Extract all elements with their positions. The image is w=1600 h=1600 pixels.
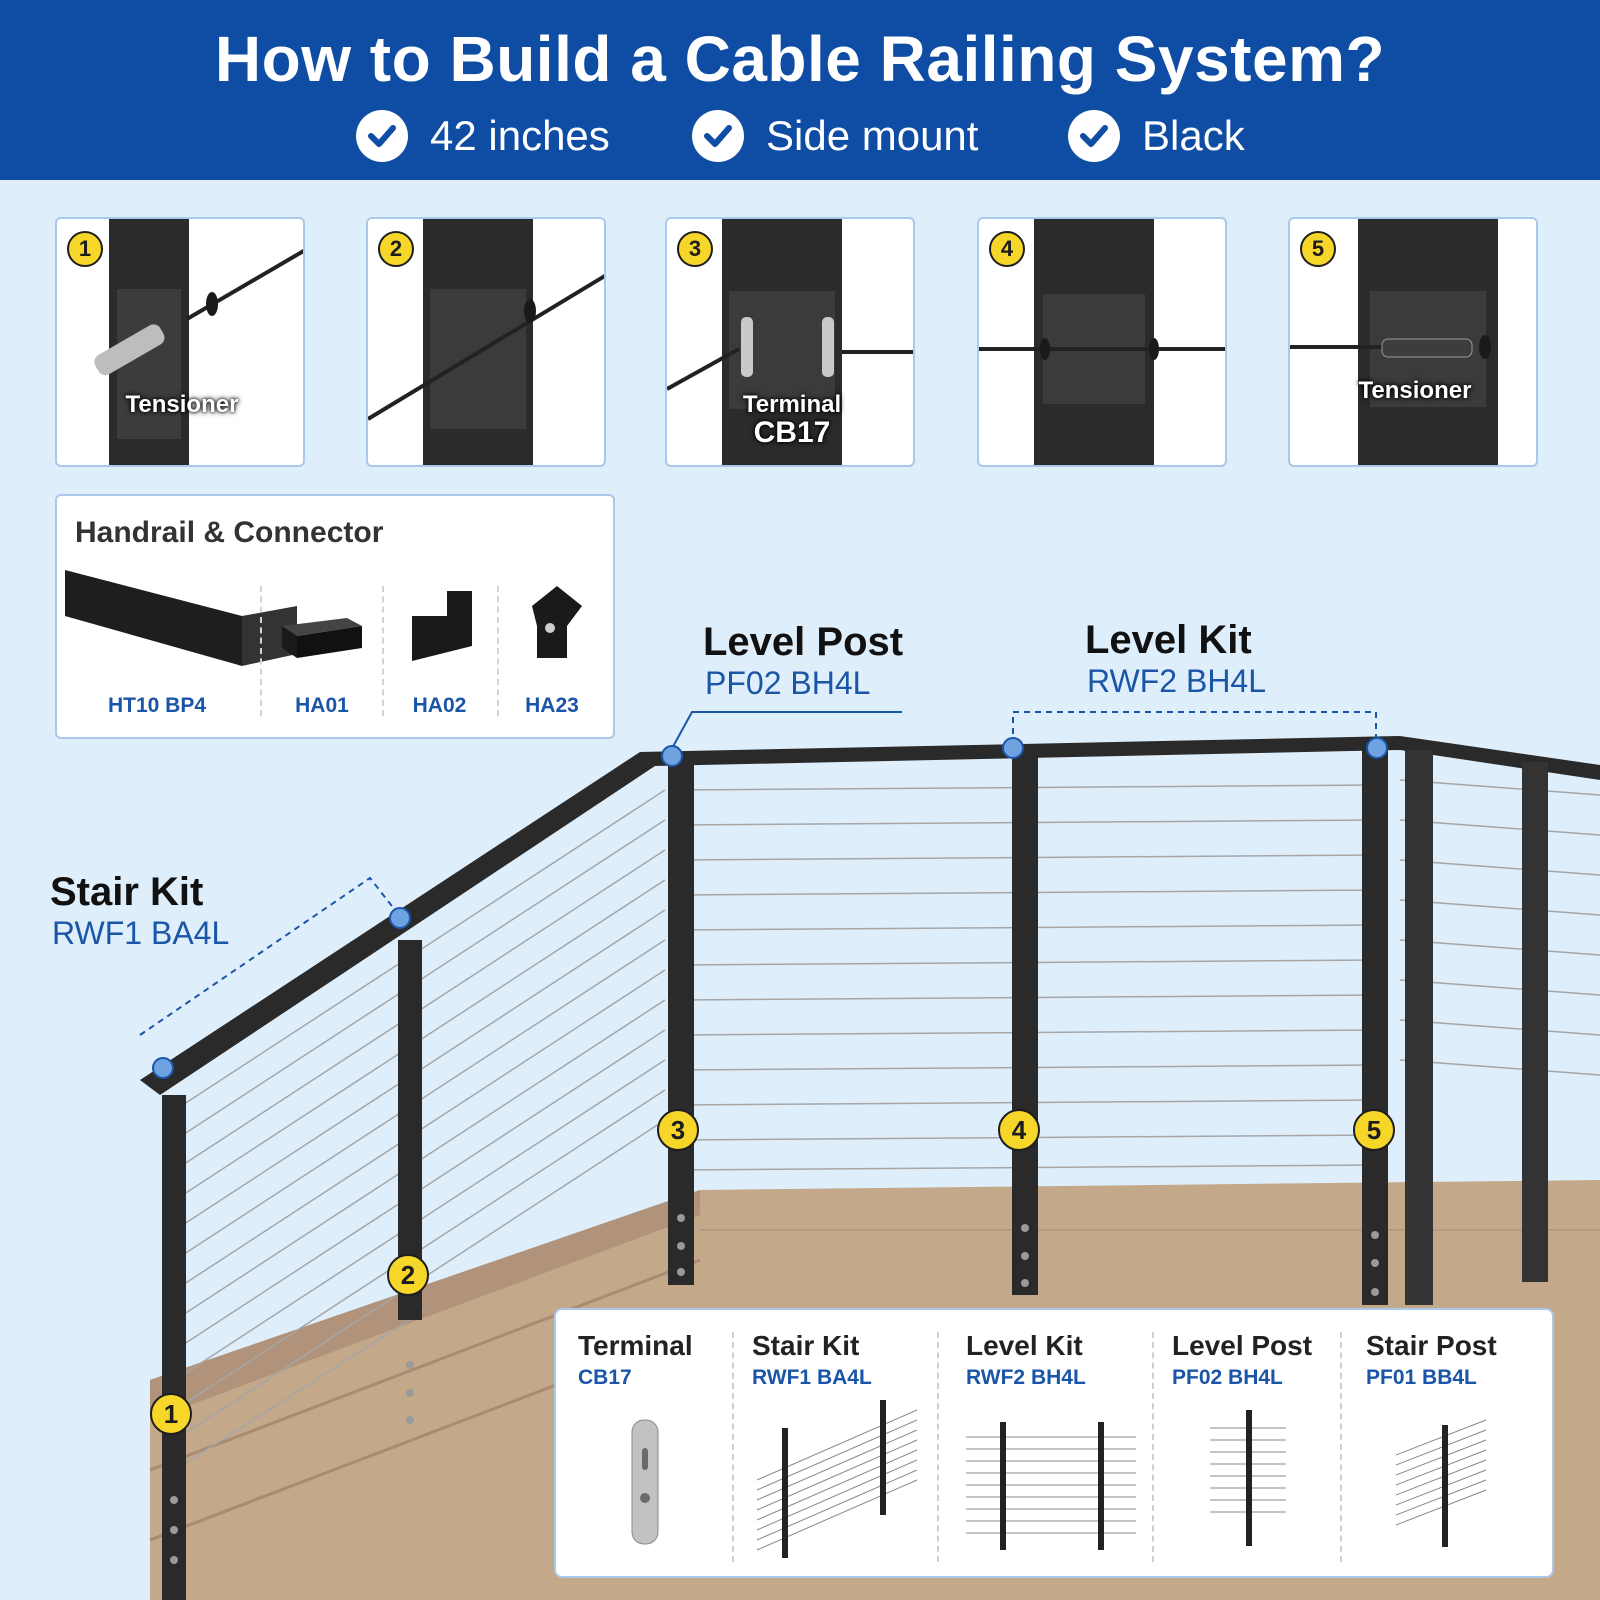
post-marker-4: 4 xyxy=(998,1109,1040,1151)
step-card-5: 5 Tensioner xyxy=(1288,217,1538,467)
step-label: Tensioner xyxy=(1358,377,1472,404)
feature-mount: Side mount xyxy=(692,106,978,166)
component-code: RWF1 BA4L xyxy=(752,1366,872,1389)
component-code: RWF2 BH4L xyxy=(966,1366,1086,1389)
level-kit-bracket xyxy=(1012,711,1377,745)
component-stair-kit: Stair Kit RWF1 BA4L xyxy=(752,1310,942,1580)
level-post-illustration xyxy=(1210,1410,1286,1546)
component-name: Level Kit xyxy=(966,1330,1083,1361)
stair-kit-bracket xyxy=(139,876,396,1036)
post-marker-5: 5 xyxy=(1353,1109,1395,1151)
check-icon xyxy=(356,110,408,162)
component-level-kit: Level Kit RWF2 BH4L xyxy=(966,1310,1146,1580)
component-terminal: Terminal CB17 xyxy=(578,1310,728,1580)
components-panel: Terminal CB17 Stair Kit RWF1 BA4L Level … xyxy=(554,1308,1554,1578)
terminal-illustration xyxy=(631,1419,659,1545)
level-kit-title: Level Kit xyxy=(1085,618,1252,662)
step-badge: 1 xyxy=(67,231,103,267)
component-code: CB17 xyxy=(578,1366,632,1389)
part-code-ha23: HA23 xyxy=(525,694,579,717)
step-label: Tensioner xyxy=(125,391,239,418)
component-name: Level Post xyxy=(1172,1330,1313,1361)
part-code-ht10: HT10 BP4 xyxy=(107,694,207,717)
step-card-2: 2 xyxy=(366,217,606,467)
step-badge: 2 xyxy=(378,231,414,267)
stair-edge xyxy=(150,1190,700,1420)
step-card-1: 1 Tensioner xyxy=(55,217,305,467)
level-kit-illustration xyxy=(966,1422,1136,1550)
check-icon xyxy=(692,110,744,162)
terminal-post-illustration xyxy=(667,219,913,465)
level-cables xyxy=(679,779,1600,1171)
panel-title: Handrail & Connector xyxy=(75,516,384,549)
level-post-code: PF02 BH4L xyxy=(705,665,871,701)
step-card-4: 4 xyxy=(977,217,1227,467)
part-code-ha01: HA01 xyxy=(295,694,349,717)
level-kit-code: RWF2 BH4L xyxy=(1087,663,1267,699)
pass-through-post-illustration xyxy=(979,219,1225,465)
level-post-leader xyxy=(669,711,902,753)
handrail-parts-illustration xyxy=(65,570,582,666)
component-code: PF02 BH4L xyxy=(1172,1366,1283,1389)
header-banner: How to Build a Cable Railing System? 42 … xyxy=(0,0,1600,180)
component-name: Terminal xyxy=(578,1330,693,1361)
component-name: Stair Kit xyxy=(752,1330,860,1361)
component-name: Stair Post xyxy=(1366,1330,1497,1361)
component-level-post: Level Post PF02 BH4L xyxy=(1172,1310,1342,1580)
step-code: CB17 xyxy=(753,416,831,449)
post-marker-2: 2 xyxy=(387,1254,429,1296)
stair-kit-code: RWF1 BA4L xyxy=(52,915,230,951)
stair-kit-title: Stair Kit xyxy=(50,870,204,914)
feature-height: 42 inches xyxy=(356,106,610,166)
stair-kit-illustration xyxy=(756,1400,918,1558)
feature-label: 42 inches xyxy=(430,112,610,159)
feature-label: Side mount xyxy=(766,112,979,159)
step-badge: 4 xyxy=(989,231,1025,267)
connector-dots xyxy=(152,737,1388,1079)
step-label: Terminal xyxy=(742,391,842,418)
check-icon xyxy=(1068,110,1120,162)
page-title: How to Build a Cable Railing System? xyxy=(214,23,1386,95)
step-badge: 5 xyxy=(1300,231,1336,267)
feature-color: Black xyxy=(1068,106,1245,166)
component-code: PF01 BB4L xyxy=(1366,1366,1477,1389)
step-badge: 3 xyxy=(677,231,713,267)
handrail-connector-panel: Handrail & Connector HT10 BP4 HA01 HA02 … xyxy=(55,494,615,739)
post-marker-1: 1 xyxy=(150,1393,192,1435)
post-marker-3: 3 xyxy=(657,1109,699,1151)
part-code-ha02: HA02 xyxy=(412,694,467,717)
step-card-3: 3 Terminal CB17 xyxy=(665,217,915,467)
stair-post-illustration xyxy=(1396,1419,1487,1547)
post-bolts xyxy=(170,1214,1379,1564)
end-tensioner-post-illustration xyxy=(1290,219,1498,465)
feature-label: Black xyxy=(1142,112,1245,159)
component-stair-post: Stair Post PF01 BB4L xyxy=(1366,1310,1546,1580)
level-post-title: Level Post xyxy=(703,620,904,664)
intermediate-post-illustration xyxy=(368,219,604,465)
tensioner-post-illustration xyxy=(94,219,303,465)
